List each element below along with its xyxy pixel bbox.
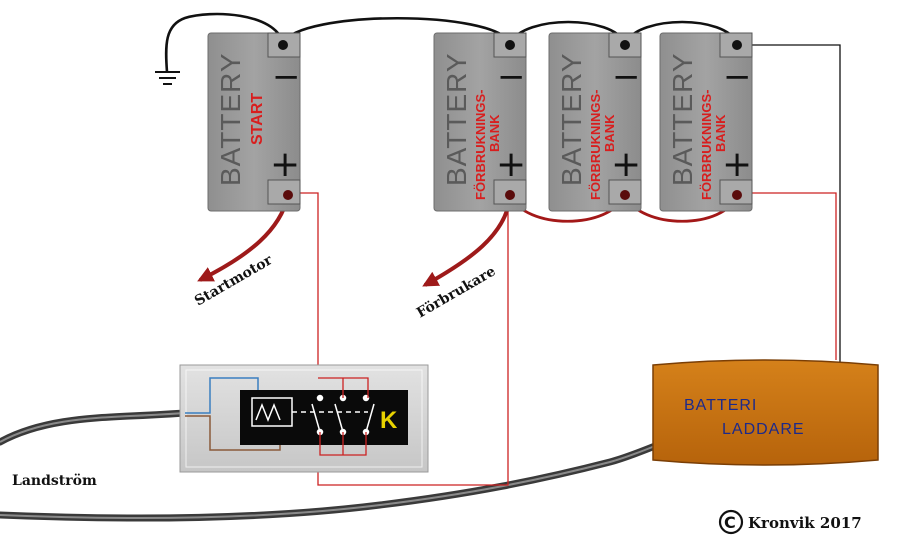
battery-bank-3: BATTERY FÖRBRUKNINGS- BANK − + [659, 32, 753, 212]
positive-terminal [283, 190, 293, 200]
relay-unit: K [179, 364, 429, 473]
negative-terminal [620, 40, 630, 50]
battery-subtitle-1: FÖRBRUKNINGS- [473, 90, 488, 201]
copyright-icon [718, 509, 744, 535]
positive-terminal [620, 190, 630, 200]
battery-bank-1: BATTERY FÖRBRUKNINGS- BANK − + [433, 32, 527, 212]
positive-terminal [505, 190, 515, 200]
battery-bank-2: BATTERY FÖRBRUKNINGS- BANK − + [548, 32, 642, 212]
relay-k-label: K [380, 407, 398, 434]
battery-title: BATTERY [441, 52, 472, 186]
plus-sign: + [270, 144, 300, 185]
shore-cable-lower-highlight [0, 445, 656, 519]
charger-negative-wire [735, 44, 841, 365]
red-wiring [290, 192, 837, 486]
battery-title: BATTERY [667, 52, 698, 186]
negative-terminal [505, 40, 515, 50]
battery-subtitle-1: FÖRBRUKNINGS- [699, 90, 714, 201]
minus-sign: − [272, 57, 301, 97]
battery-start: BATTERY START − + [207, 32, 301, 212]
forbrukare-label: Förbrukare [414, 263, 499, 321]
positive-terminal [732, 190, 742, 200]
copyright-text: Kronvik 2017 [748, 514, 862, 532]
battery-subtitle-1: FÖRBRUKNINGS- [588, 90, 603, 201]
plus-sign: + [722, 144, 752, 185]
plus-sign: + [611, 144, 641, 185]
battery-subtitle-2: BANK [602, 114, 617, 152]
minus-sign: − [612, 57, 641, 97]
landstrom-label: Landström [12, 473, 97, 489]
negative-terminal [278, 40, 288, 50]
ground-icon [155, 71, 180, 85]
battery-charger: BATTERI LADDARE [652, 359, 879, 466]
copyright-symbol: C [724, 513, 736, 532]
battery-subtitle: START [249, 93, 266, 145]
battery-title: BATTERY [215, 52, 246, 186]
charger-line-2: LADDARE [722, 421, 805, 438]
shore-cable-upper [0, 409, 189, 446]
charger-line-1: BATTERI [684, 397, 757, 414]
battery-subtitle-2: BANK [713, 114, 728, 152]
shore-cable-upper-highlight [0, 412, 186, 443]
battery-title: BATTERY [556, 52, 587, 186]
negative-terminal [732, 40, 742, 50]
minus-sign: − [497, 57, 526, 97]
copyright-notice: C Kronvik 2017 [718, 509, 862, 535]
minus-sign: − [723, 57, 752, 97]
battery-subtitle-2: BANK [487, 114, 502, 152]
plus-sign: + [496, 144, 526, 185]
relay-black-panel [240, 390, 408, 445]
